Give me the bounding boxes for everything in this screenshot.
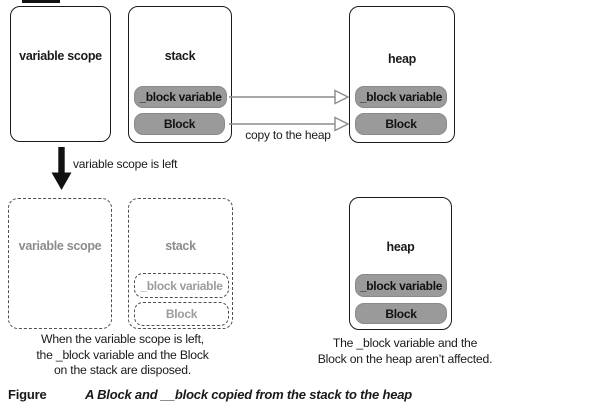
disposed-block-variable-pill: _block variable xyxy=(134,273,229,298)
copy-arrow-top-icon xyxy=(229,89,350,105)
heap-block-pill: Block xyxy=(355,113,447,135)
disposed-block-pill: Block xyxy=(134,302,229,326)
box-label: heap xyxy=(388,52,416,66)
heap-block-pill-bottom: Block xyxy=(355,303,447,324)
crop-artifact-line xyxy=(22,0,60,3)
box-label: heap xyxy=(386,240,415,254)
box-label: variable scope xyxy=(18,239,102,253)
box-label: stack xyxy=(164,49,196,63)
variable-scope-left-label: variable scope is left xyxy=(73,157,178,171)
stack-block-variable-pill: _block variable xyxy=(134,86,227,108)
left-caption-line: on the stack are disposed. xyxy=(53,363,192,377)
heap-block-variable-pill: _block variable xyxy=(355,86,447,108)
stack-block-pill: Block xyxy=(134,113,225,135)
heap-block-variable-pill-bottom: _block variable xyxy=(355,274,447,297)
left-caption-line: When the variable scope is left, xyxy=(41,332,204,346)
left-caption: When the variable scope is left, the _bl… xyxy=(15,332,230,379)
right-caption: The _block variable and the Block on the… xyxy=(299,336,511,367)
box-variable-scope-top: variable scope xyxy=(10,6,111,142)
copy-to-heap-label: copy to the heap xyxy=(245,128,331,142)
right-caption-line: Block on the heap aren’t affected. xyxy=(317,351,493,366)
down-arrow-icon xyxy=(51,147,72,190)
box-label: stack xyxy=(165,239,196,253)
right-caption-line: The _block variable and the xyxy=(332,336,478,350)
box-variable-scope-bottom: variable scope xyxy=(8,198,112,329)
figure-caption-prefix: Figure xyxy=(8,387,47,402)
left-caption-line: the _block variable and the Block xyxy=(36,347,209,362)
figure-caption-text: A Block and __block copied from the stac… xyxy=(85,387,412,402)
box-label: variable scope xyxy=(19,49,102,63)
